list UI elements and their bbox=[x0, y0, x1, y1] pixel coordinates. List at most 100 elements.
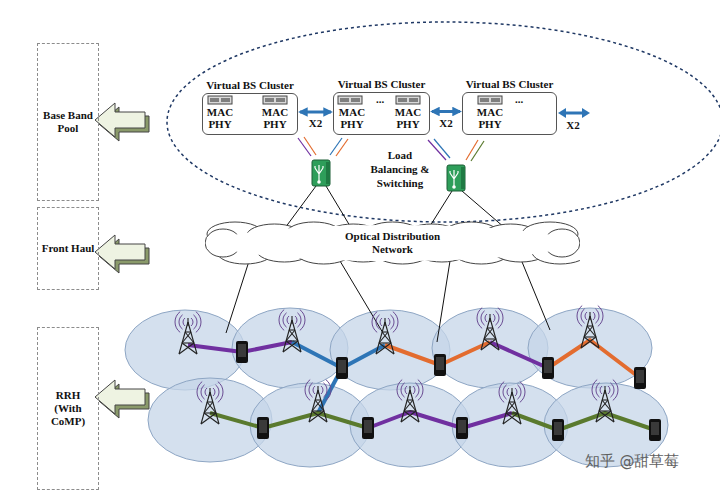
tower-strut bbox=[379, 332, 388, 343]
layer-box: RRH (With CoMP) bbox=[37, 327, 99, 490]
mobile-phone bbox=[634, 367, 646, 389]
radio-wave bbox=[179, 315, 183, 329]
chip-body bbox=[478, 96, 502, 104]
fiber-line bbox=[437, 261, 450, 342]
switch-symbol bbox=[450, 170, 458, 187]
tower-strut bbox=[384, 318, 385, 326]
radio-wave bbox=[613, 380, 618, 401]
comp-link bbox=[512, 413, 655, 430]
phone-body bbox=[542, 357, 554, 379]
signal-arrow bbox=[304, 137, 316, 155]
interface-label: X2 bbox=[566, 119, 579, 131]
processor-chip bbox=[396, 96, 420, 104]
tower-strut bbox=[506, 413, 521, 424]
radio-wave bbox=[598, 306, 603, 327]
tower-strut bbox=[379, 343, 394, 354]
x2-link bbox=[432, 110, 460, 113]
chip-part bbox=[409, 98, 418, 102]
tower-strut bbox=[599, 410, 611, 411]
fiber-line bbox=[430, 191, 452, 226]
phone-body bbox=[456, 417, 468, 439]
chip-body bbox=[263, 96, 287, 104]
side-arrows bbox=[95, 103, 149, 418]
layer-box: Base Band Pool bbox=[37, 43, 99, 201]
radio-wave bbox=[485, 314, 487, 322]
layer-label: MAC PHY bbox=[477, 106, 503, 130]
phone-body bbox=[552, 419, 564, 441]
mobile-phone bbox=[236, 341, 248, 363]
antenna-tower bbox=[477, 308, 503, 350]
node-text: RRH (With CoMP) bbox=[38, 389, 98, 428]
radio-wave bbox=[600, 386, 602, 394]
signal-arrow bbox=[330, 138, 342, 155]
antenna-tower bbox=[372, 312, 398, 354]
radio-wave bbox=[326, 380, 331, 401]
phone-screen bbox=[636, 370, 644, 383]
node-text: Base Band Pool bbox=[38, 109, 98, 135]
radio-wave bbox=[593, 312, 595, 320]
cloud-fill bbox=[215, 225, 570, 261]
tower-strut bbox=[489, 314, 490, 322]
signal-arrow bbox=[434, 139, 450, 158]
phone-screen bbox=[436, 357, 444, 370]
arrow-head bbox=[582, 108, 590, 118]
chip-part bbox=[351, 98, 360, 102]
radio-wave bbox=[397, 380, 402, 401]
tower-strut bbox=[404, 410, 416, 411]
radio-wave bbox=[520, 382, 525, 403]
radio-wave bbox=[295, 316, 297, 324]
radio-wave bbox=[197, 382, 202, 403]
tower-strut bbox=[204, 412, 216, 413]
radio-wave bbox=[323, 383, 327, 397]
radio-wave bbox=[201, 385, 205, 399]
tower-strut bbox=[404, 400, 413, 411]
phone-screen bbox=[651, 422, 659, 435]
phone-screen bbox=[238, 344, 246, 357]
layer-label: MAC PHY bbox=[339, 106, 365, 130]
mobile-phone bbox=[456, 417, 468, 439]
fiber-line bbox=[520, 257, 550, 330]
phone-body bbox=[434, 354, 446, 376]
radio-wave bbox=[388, 318, 390, 326]
radio-wave bbox=[390, 315, 394, 329]
radio-wave bbox=[175, 312, 180, 333]
radio-wave bbox=[313, 386, 315, 394]
signal-arrow bbox=[336, 139, 348, 156]
antenna-tower bbox=[279, 310, 305, 352]
mobile-phone bbox=[552, 419, 564, 441]
switch-body bbox=[312, 160, 330, 186]
chip-part bbox=[480, 98, 489, 102]
signal-arrow bbox=[471, 141, 484, 161]
signal-arrow bbox=[466, 140, 478, 160]
tower-strut bbox=[584, 337, 599, 348]
phone-screen bbox=[554, 422, 562, 435]
radio-wave bbox=[413, 386, 415, 394]
radio-wave bbox=[481, 311, 485, 325]
radio-wave bbox=[507, 388, 509, 396]
phone-body bbox=[634, 367, 646, 389]
antenna-tower bbox=[499, 382, 525, 424]
tower-strut bbox=[599, 400, 608, 411]
cluster-title: Virtual BS Cluster bbox=[338, 78, 426, 90]
switch-side bbox=[461, 167, 465, 189]
chip-part bbox=[210, 98, 219, 102]
tower-strut bbox=[604, 386, 605, 394]
tower-strut bbox=[401, 411, 416, 422]
radio-wave bbox=[595, 309, 599, 323]
ellipsis: ... bbox=[515, 93, 523, 105]
tower-strut bbox=[312, 411, 327, 422]
processor-chip bbox=[263, 96, 287, 104]
radio-wave bbox=[503, 385, 507, 399]
tower-strut bbox=[286, 341, 301, 352]
radio-wave bbox=[585, 312, 587, 320]
radio-wave bbox=[376, 315, 380, 329]
fiber-line bbox=[226, 258, 250, 333]
tower-strut bbox=[409, 386, 410, 394]
tower-strut bbox=[584, 326, 593, 337]
radio-wave bbox=[372, 312, 377, 333]
tower-strut bbox=[379, 342, 391, 343]
switch-body bbox=[447, 165, 465, 191]
radio-wave bbox=[610, 383, 614, 397]
tower-strut bbox=[312, 410, 324, 411]
tower-strut bbox=[511, 388, 512, 396]
